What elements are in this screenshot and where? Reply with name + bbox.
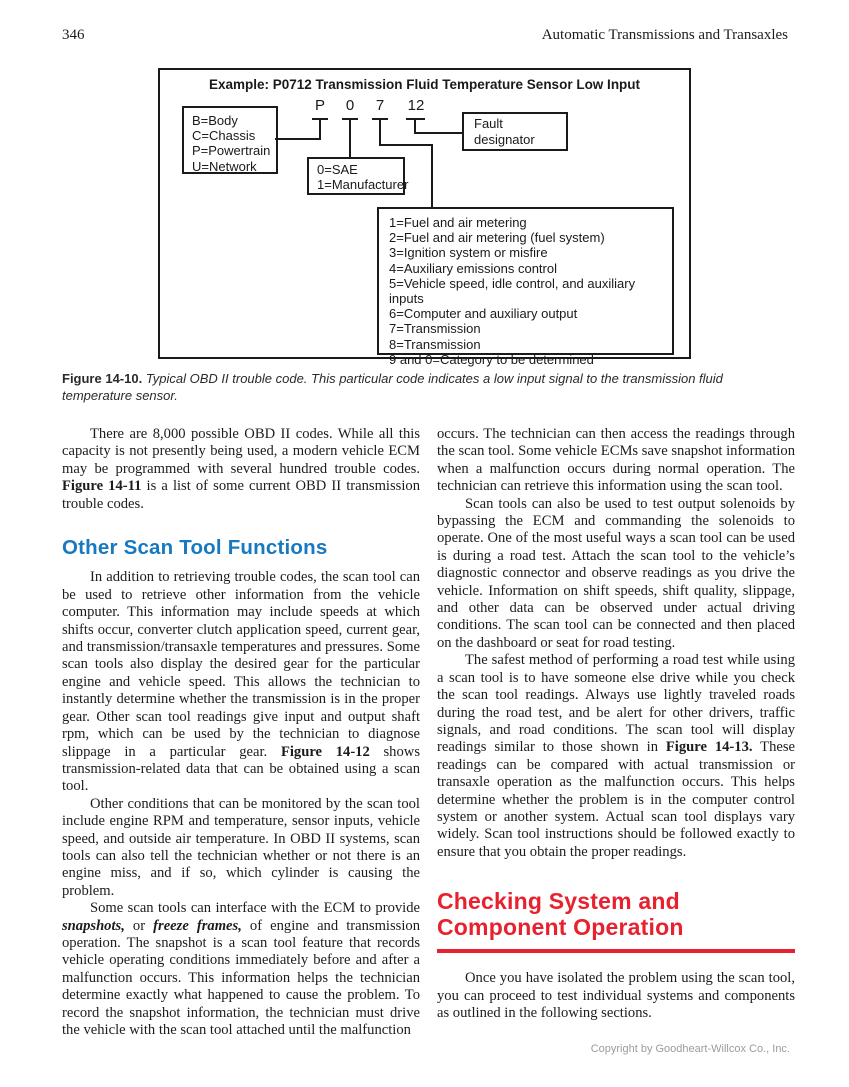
paragraph-text: There are 8,000 possible OBD II codes. W…	[62, 426, 420, 477]
system-letter-item: P=Powertrain	[192, 143, 271, 159]
paragraph: There are 8,000 possible OBD II codes. W…	[62, 426, 420, 513]
connector-P-vertical	[319, 120, 321, 140]
figure-caption: Figure 14-10. Typical OBD II trouble cod…	[62, 371, 794, 404]
connector-7-vertical-top	[379, 120, 381, 146]
paragraph-text: shows transmission-related data that can…	[62, 743, 420, 795]
category-item: 9 and 0=Category to be determined	[389, 351, 594, 367]
key-term-snapshots: snapshots,	[62, 917, 125, 934]
system-letter-item: B=Body	[192, 113, 238, 128]
copyright-notice: Copyright by Goodheart-Willcox Co., Inc.	[590, 1043, 790, 1055]
category-item: 2=Fuel and air metering (fuel system)	[389, 230, 605, 246]
figure-reference: Figure 14-13.	[665, 739, 753, 756]
category-item: 4=Auxiliary emissions control	[389, 260, 557, 276]
paragraph: Other conditions that can be monitored b…	[62, 795, 420, 899]
paragraph-text: of engine and transmission operation. Th…	[62, 917, 420, 1038]
connector-12-vertical	[414, 118, 416, 134]
section-heading-other-scan-tool-functions: Other Scan Tool Functions	[62, 536, 328, 560]
heading-line: Component Operation	[437, 913, 684, 940]
system-letter-item: C=Chassis	[192, 128, 256, 144]
connector-0-vertical	[349, 120, 351, 158]
sae-box: 0=SAE 1=Manufacturer	[307, 157, 409, 195]
category-item: 3=Ignition system or misfire	[389, 245, 548, 261]
running-head: Automatic Transmissions and Transaxles	[541, 27, 788, 43]
paragraph: occurs. The technician can then access t…	[437, 426, 795, 495]
right-column: occurs. The technician can then access t…	[437, 426, 795, 1022]
category-item: 7=Transmission	[389, 321, 481, 337]
tick-under-P	[312, 118, 328, 120]
connector-P-horizontal	[275, 138, 321, 140]
sae-box-item: 1=Manufacturer	[317, 177, 409, 193]
figure-reference: Figure 14-12	[280, 743, 370, 760]
figure-caption-label: Figure 14-10.	[62, 371, 143, 386]
page-number: 346	[62, 27, 85, 43]
connector-7-vertical-bottom	[431, 144, 433, 208]
code-char-P: P	[314, 97, 325, 114]
tick-under-0	[342, 118, 358, 120]
fault-designator-box: Fault designator	[462, 112, 568, 151]
paragraph: Some scan tools can interface with the E…	[62, 900, 420, 1039]
figure-reference: Figure 14-11	[62, 478, 142, 495]
paragraph-text: Some scan tools can interface with the E…	[90, 900, 420, 917]
heading-rule	[437, 949, 795, 954]
category-item: 6=Computer and auxiliary output	[389, 306, 578, 322]
code-char-0: 0	[345, 97, 355, 114]
category-list-box: 1=Fuel and air metering 2=Fuel and air m…	[377, 207, 674, 367]
paragraph: The safest method of performing a road t…	[437, 652, 795, 861]
paragraph-text: These readings can be compared with actu…	[437, 739, 795, 860]
key-term-freeze-frames: freeze frames,	[153, 917, 242, 934]
figure-diagram: Example: P0712 Transmission Fluid Temper…	[158, 68, 691, 367]
figure-diagram-title: Example: P0712 Transmission Fluid Temper…	[208, 77, 641, 92]
category-item: 8=Transmission	[389, 336, 481, 352]
paragraph-text: The safest method of performing a road t…	[437, 652, 795, 756]
paragraph-text: is a list of some current OBD II transmi…	[62, 478, 420, 512]
heading-line: Checking System and	[437, 888, 680, 915]
left-column: There are 8,000 possible OBD II codes. W…	[62, 426, 420, 1039]
paragraph-text: In addition to retrieving trouble codes,…	[62, 569, 420, 760]
code-char-12: 12	[407, 97, 425, 114]
system-letter-box: B=Body C=Chassis P=Powertrain U=Network	[182, 106, 278, 174]
category-item: 1=Fuel and air metering	[389, 215, 527, 230]
tick-under-7	[372, 118, 388, 120]
paragraph: Once you have isolated the problem using…	[437, 970, 795, 1021]
figure-caption-text: Typical OBD II trouble code. This partic…	[62, 371, 723, 403]
paragraph: Scan tools can also be used to test outp…	[437, 495, 795, 651]
paragraph-text: or	[124, 917, 154, 934]
code-char-7: 7	[375, 97, 385, 114]
fault-designator-label: Fault designator	[474, 116, 535, 147]
category-item: 5=Vehicle speed, idle control, and auxil…	[389, 275, 636, 307]
sae-box-item: 0=SAE	[317, 162, 358, 177]
connector-7-horizontal	[379, 144, 433, 146]
connector-12-horizontal	[414, 132, 462, 134]
system-letter-item: U=Network	[192, 158, 257, 174]
paragraph: In addition to retrieving trouble codes,…	[62, 569, 420, 795]
